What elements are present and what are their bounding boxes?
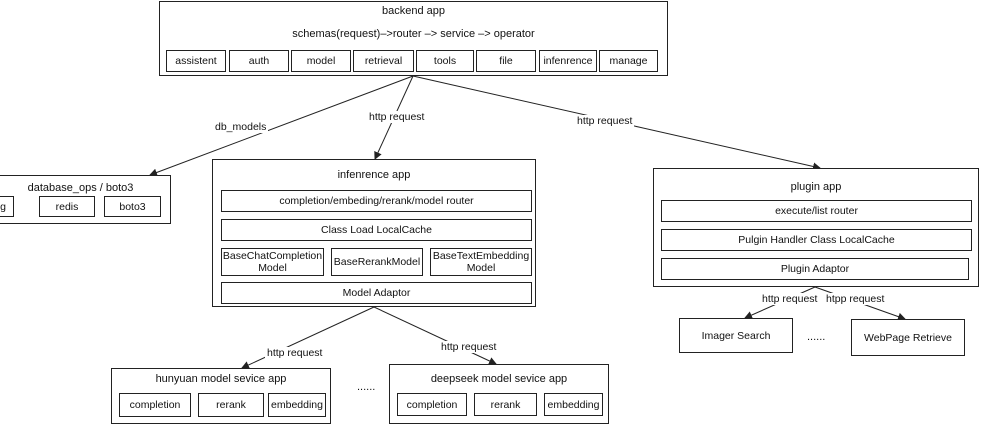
plugin-webpage-retrieve: WebPage Retrieve: [851, 319, 965, 356]
deepseek-embedding: embedding: [544, 393, 603, 416]
edge-label-http-hunyuan: http request: [265, 347, 325, 359]
module-infenrence: infenrence: [539, 50, 597, 72]
arrow-inference-to-deepseek: [373, 306, 497, 365]
edge-label-http-inference: http request: [367, 111, 427, 123]
edge-label-http-deepseek: http request: [439, 341, 499, 353]
deepseek-completion: completion: [397, 393, 467, 416]
model-basetextembedding: BaseTextEmbedding Model: [430, 248, 532, 276]
deepseek-rerank: rerank: [474, 393, 537, 416]
inference-router: completion/embeding/rerank/model router: [221, 190, 532, 212]
database-ops-box: database_ops / boto3 g redis boto3: [0, 175, 171, 224]
backend-app-box: backend app schemas(request)–>router –> …: [159, 1, 668, 76]
module-model: model: [291, 50, 351, 72]
plugins-ellipsis: ......: [807, 331, 826, 343]
plugin-adaptor: Plugin Adaptor: [661, 258, 969, 280]
hunyuan-embedding: embedding: [268, 393, 326, 417]
inference-localcache: Class Load LocalCache: [221, 219, 532, 241]
edge-label-http-plugin: http request: [575, 115, 635, 127]
database-item-boto3: boto3: [104, 196, 161, 217]
module-assistent: assistent: [166, 50, 226, 72]
model-basererank: BaseRerankModel: [331, 248, 423, 276]
plugin-router: execute/list router: [661, 200, 972, 222]
deepseek-service-box: deepseek model sevice app completion rer…: [389, 364, 609, 424]
model-basechatcompletion: BaseChatCompletion Model: [221, 248, 324, 276]
hunyuan-completion: completion: [119, 393, 191, 417]
plugin-app-title: plugin app: [790, 181, 842, 193]
edge-label-http-image: http request: [760, 293, 820, 305]
database-item-truncated: g: [0, 196, 14, 217]
edge-label-db-models: db_models: [213, 121, 269, 133]
edge-label-htpp-webpage: htpp request: [824, 293, 887, 305]
inference-app-box: infenrence app completion/embeding/reran…: [212, 159, 536, 307]
hunyuan-service-box: hunyuan model sevice app completion rera…: [111, 368, 331, 424]
inference-model-adaptor: Model Adaptor: [221, 282, 532, 304]
module-retrieval: retrieval: [353, 50, 414, 72]
backend-app-title: backend app: [382, 5, 445, 17]
inference-app-title: infenrence app: [337, 169, 411, 181]
arrow-inference-to-hunyuan: [241, 306, 375, 369]
plugin-localcache: Pulgin Handler Class LocalCache: [661, 229, 972, 251]
database-item-redis: redis: [39, 196, 95, 217]
arrow-backend-to-database: [149, 75, 414, 177]
hunyuan-service-title: hunyuan model sevice app: [155, 373, 287, 385]
services-ellipsis: ......: [357, 381, 376, 393]
plugin-app-box: plugin app execute/list router Pulgin Ha…: [653, 168, 979, 287]
hunyuan-rerank: rerank: [198, 393, 264, 417]
plugin-image-search: Imager Search: [679, 318, 793, 353]
database-ops-title: database_ops / boto3: [27, 182, 134, 194]
module-auth: auth: [229, 50, 289, 72]
module-tools: tools: [416, 50, 474, 72]
backend-flow-text: schemas(request)–>router –> service –> o…: [292, 28, 535, 40]
deepseek-service-title: deepseek model sevice app: [430, 373, 568, 385]
module-file: file: [476, 50, 536, 72]
module-manage: manage: [599, 50, 658, 72]
